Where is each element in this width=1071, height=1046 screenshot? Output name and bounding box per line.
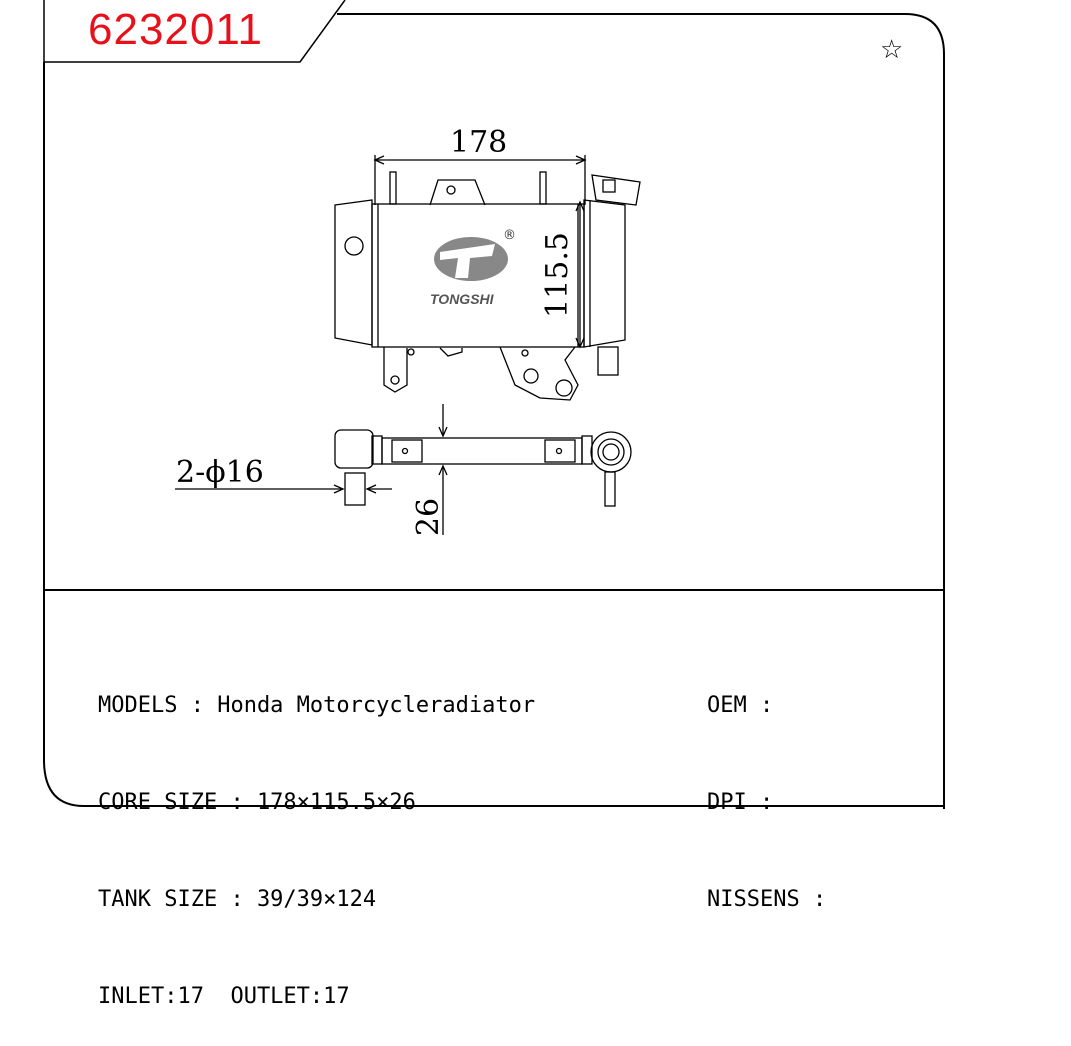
radiator-front-view <box>334 155 641 401</box>
spec-core-size: CORE SIZE : 178×115.5×26 <box>98 790 416 815</box>
card-frame <box>43 0 945 809</box>
dim-inlet-label: 2-ϕ16 <box>176 455 264 490</box>
spec-inlet-outlet: INLET:17 OUTLET:17 <box>98 984 350 1009</box>
specs-right: OEM : DPI : NISSENS : <box>707 626 826 949</box>
logo-text: TONGSHI <box>430 291 494 307</box>
spec-models: MODELS : Honda Motorcycleradiator <box>98 693 536 718</box>
spec-oem: OEM : <box>707 693 774 718</box>
dim-height-label: 115.5 <box>539 232 575 318</box>
specs-left: MODELS : Honda Motorcycleradiator CORE S… <box>98 626 535 1046</box>
part-number: 6232011 <box>88 5 264 54</box>
radiator-side-view <box>175 404 632 535</box>
tongshi-logo <box>434 237 508 281</box>
spec-tank-size: TANK SIZE : 39/39×124 <box>98 887 377 912</box>
spec-nissens: NISSENS : <box>707 887 827 912</box>
star-outline-icon[interactable]: ☆ <box>880 35 904 65</box>
spec-dpi: DPI : <box>707 790 774 815</box>
registered-mark: ® <box>503 228 516 243</box>
dim-width-label: 178 <box>450 125 508 160</box>
dim-thickness-label: 26 <box>411 497 447 537</box>
